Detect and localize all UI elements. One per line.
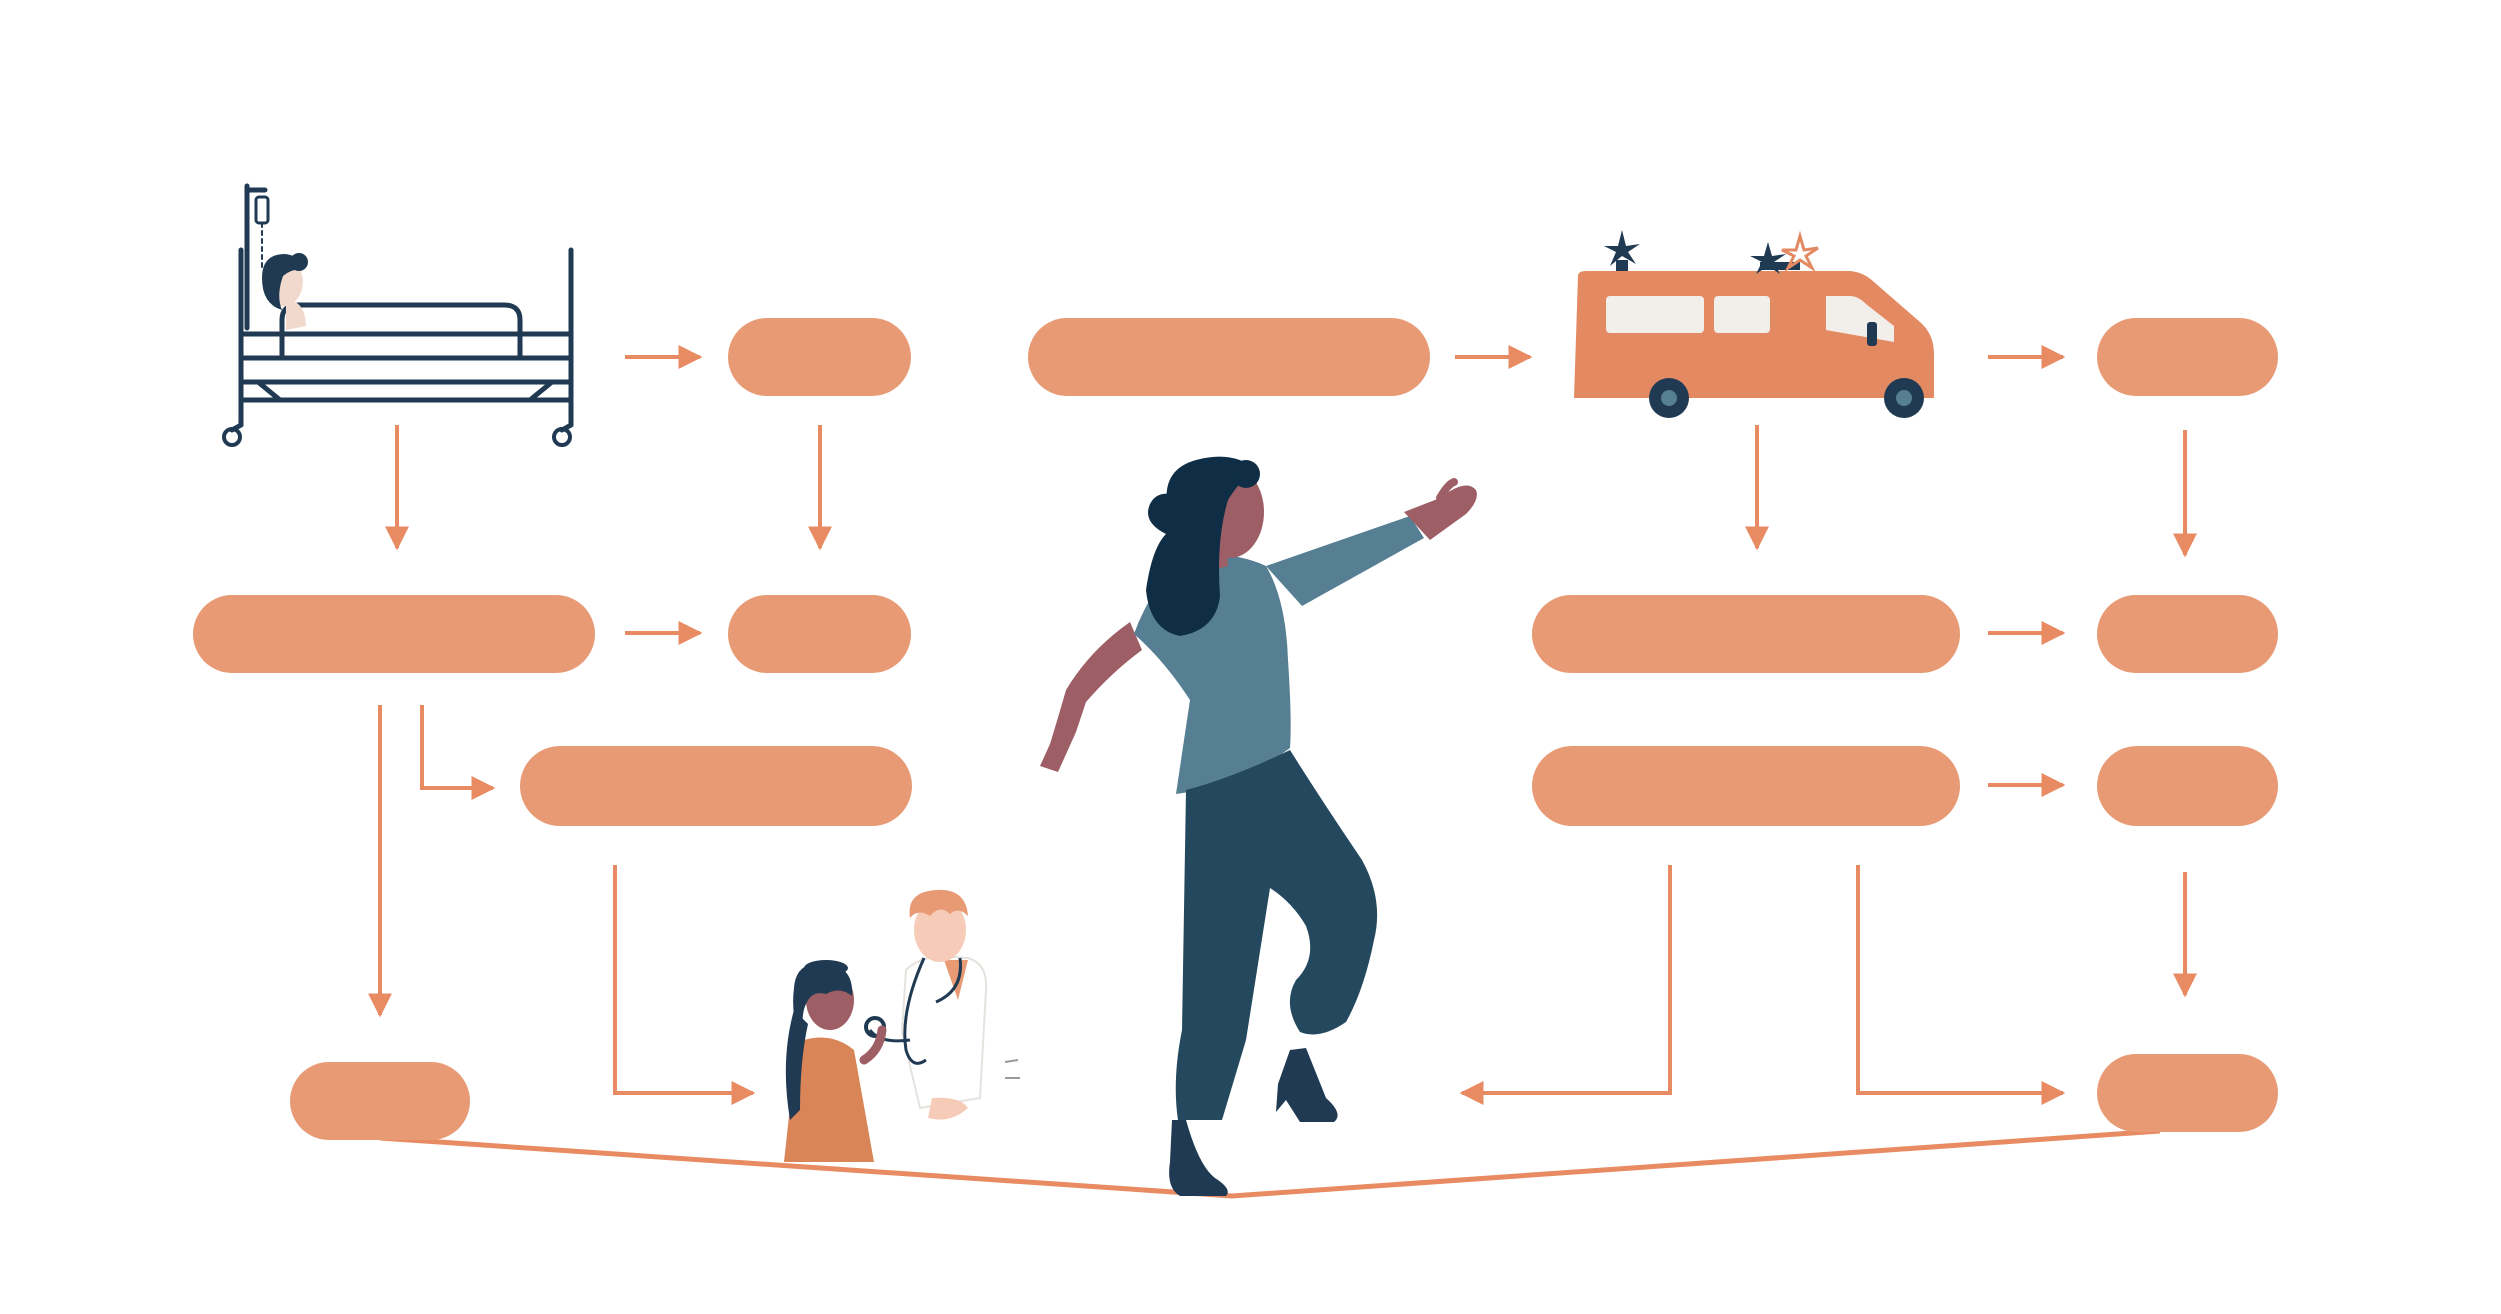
node-r3c1 (520, 746, 912, 826)
node-r3c3 (2097, 746, 2278, 826)
doctor-child-exam (784, 889, 1020, 1162)
doctor-figure (864, 889, 1020, 1120)
ambulance-icon (1574, 230, 1934, 418)
siren-flash-icon (1604, 230, 1640, 266)
arrow-r3c3-to-bottom-right (1856, 865, 2066, 1105)
node-r1c2 (1028, 318, 1430, 396)
arrow-r3c1-to-doctor (613, 865, 756, 1105)
node-bottom-right (2097, 1054, 2278, 1132)
tightrope-woman (1040, 456, 1477, 1196)
node-r2c3 (1532, 595, 1960, 673)
arrow-r3c3-to-woman (1459, 865, 1672, 1105)
node-r2c4 (2097, 595, 2278, 673)
flow-arrows (368, 345, 2197, 1105)
node-bottom-left (290, 1062, 470, 1140)
node-r2c1 (193, 595, 595, 673)
child-figure (784, 960, 887, 1162)
tightrope (379, 1128, 2161, 1199)
siren-flash-icon (1750, 242, 1786, 274)
hospital-bed-icon (222, 183, 574, 447)
nodes (193, 318, 2278, 1140)
node-r2c2 (728, 595, 911, 673)
siren-flash-icon (1781, 230, 1819, 273)
node-r1c1 (728, 318, 911, 396)
patient-figure (262, 253, 308, 330)
node-r3c2 (1532, 746, 1960, 826)
arrow-r2c1-to-r3c1 (420, 705, 496, 800)
node-r1c4 (2097, 318, 2278, 396)
